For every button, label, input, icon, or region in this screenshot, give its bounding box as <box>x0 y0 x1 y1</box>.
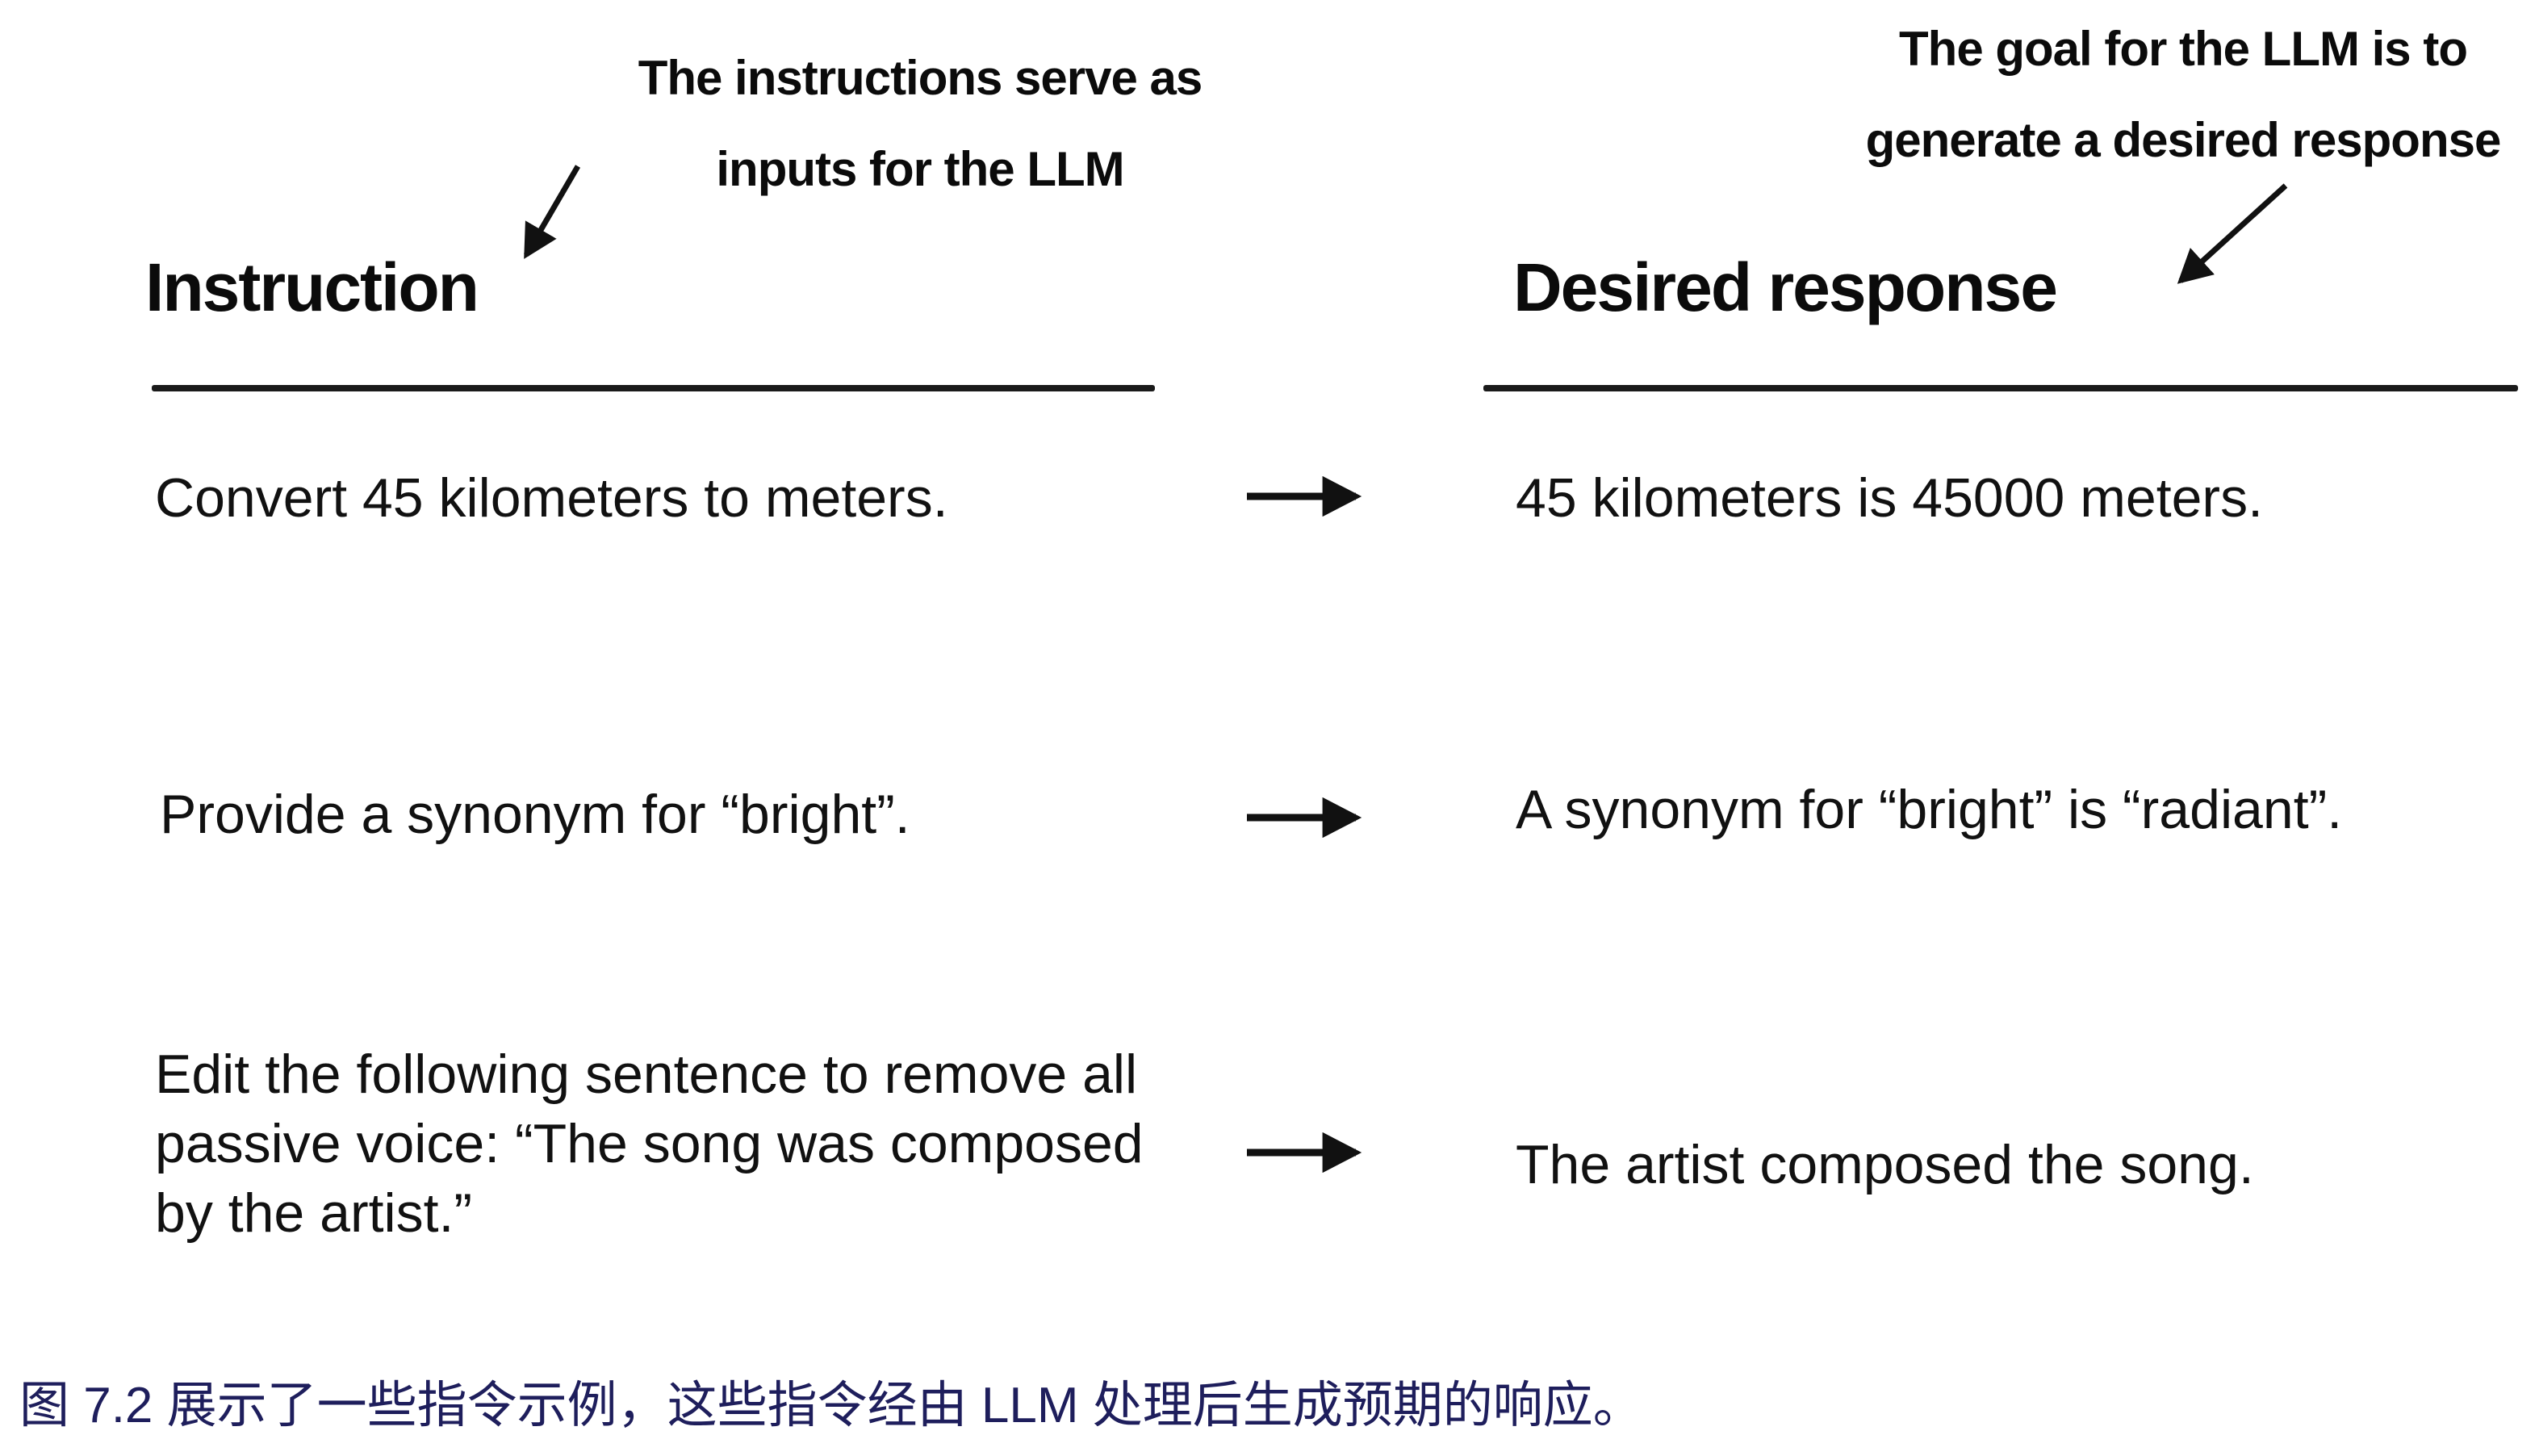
annotation-right-line2: generate a desired response <box>1865 113 2502 167</box>
column-header-instruction: Instruction <box>145 249 479 325</box>
row2-response-text: A synonym for “bright” is “radiant”. <box>1516 779 2343 840</box>
figure-caption: 图 7.2 展示了一些指令示例，这些指令经由 LLM 处理后生成预期的响应。 <box>19 1378 1643 1433</box>
row2-instruction-text: Provide a synonym for “bright”. <box>160 784 910 845</box>
annotation-left-line1: The instructions serve as <box>638 51 1203 105</box>
row3-instruction-text: Edit the following sentence to remove al… <box>155 1044 1144 1244</box>
row1-instruction-text: Convert 45 kilometers to meters. <box>155 467 948 529</box>
column-header-desired-response: Desired response <box>1513 249 2058 325</box>
instruction-column-rule <box>152 385 1155 391</box>
row3-response-text: The artist composed the song. <box>1516 1134 2254 1195</box>
annotation-goal-generate-response: The goal for the LLM is to generate a de… <box>1820 3 2539 186</box>
annotation-instructions-serve-as-inputs: The instructions serve as inputs for the… <box>557 32 1283 215</box>
annotation-left-line2: inputs for the LLM <box>716 142 1124 196</box>
row1-response-text: 45 kilometers is 45000 meters. <box>1516 467 2263 529</box>
annotation-right-line1: The goal for the LLM is to <box>1899 22 2468 76</box>
response-column-rule <box>1483 385 2518 391</box>
annotation-arrow-right-icon <box>2177 183 2288 284</box>
